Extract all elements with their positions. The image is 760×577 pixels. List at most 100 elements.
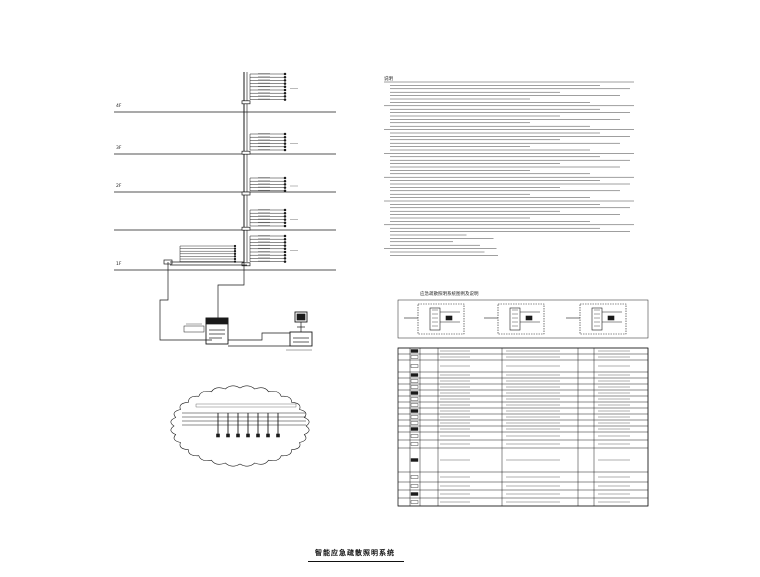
legend-symbol <box>410 409 419 413</box>
emergency-light-icon <box>283 241 287 244</box>
legend-symbol <box>410 373 419 377</box>
bus-line <box>228 332 290 341</box>
drawing-title: 智能应急疏散照明系统 <box>315 549 395 557</box>
emergency-light-icon <box>283 145 287 149</box>
cloud-boundary-icon <box>170 385 310 467</box>
emergency-light-icon <box>283 79 287 82</box>
legend-symbol <box>410 391 419 395</box>
emergency-light-icon <box>283 211 287 215</box>
emergency-light-icon <box>283 244 287 247</box>
controller-module <box>591 307 603 331</box>
emergency-light-icon <box>283 224 287 228</box>
emergency-light-icon <box>283 91 287 95</box>
emergency-light-icon <box>283 215 287 218</box>
legend-symbol <box>410 385 419 389</box>
floor-label-1f: 1F <box>116 262 122 267</box>
emergency-light-icon <box>283 135 287 139</box>
legend-symbol <box>410 500 419 504</box>
emergency-light-icon <box>276 433 280 438</box>
emergency-light-icon <box>233 252 237 255</box>
emergency-light-icon <box>283 132 287 136</box>
riser-diagram <box>114 72 336 351</box>
emergency-light-icon <box>283 237 287 241</box>
emergency-light-icon <box>283 183 287 186</box>
emergency-light-icon <box>525 315 533 321</box>
emergency-light-icon <box>283 139 287 142</box>
schematic-frame <box>579 303 627 335</box>
legend-symbol <box>410 415 419 419</box>
emergency-light-icon <box>283 221 287 225</box>
legend-symbol <box>410 492 419 496</box>
emergency-light-icon <box>266 433 270 438</box>
emergency-light-icon <box>216 433 220 438</box>
junction-box <box>241 100 251 105</box>
emergency-light-icon <box>233 255 237 258</box>
emergency-light-icon <box>283 218 287 221</box>
emergency-light-icon <box>283 253 287 257</box>
emergency-light-icon <box>283 260 287 263</box>
legend-symbol <box>410 349 419 353</box>
emergency-light-icon <box>226 433 230 438</box>
legend-symbol <box>410 364 419 368</box>
emergency-light-icon <box>283 250 287 254</box>
junction-box <box>241 262 251 267</box>
emergency-light-icon <box>233 250 237 253</box>
emergency-light-icon <box>283 257 287 260</box>
emergency-light-icon <box>445 315 453 321</box>
emergency-light-icon <box>283 75 287 79</box>
emergency-light-icon <box>283 189 287 193</box>
cabinet-feed-2 <box>159 262 212 341</box>
legend-symbol <box>410 427 419 431</box>
legend-symbol <box>410 421 419 425</box>
emergency-light-icon <box>283 95 287 98</box>
controller-module <box>429 307 441 331</box>
legend-table <box>397 347 649 507</box>
notes-header: 说明 <box>384 77 393 82</box>
emergency-light-icon <box>283 72 287 76</box>
junction-box <box>241 150 251 155</box>
controller-box <box>289 331 313 347</box>
title-underline <box>308 561 404 562</box>
legend-symbol <box>410 475 419 479</box>
table-title: 应急疏散照明系统图例及说明 <box>420 292 479 297</box>
floor-label-3f: 3F <box>116 146 122 151</box>
emergency-light-icon <box>233 244 237 248</box>
legend-symbol <box>410 403 419 407</box>
emergency-light-icon <box>233 247 237 250</box>
emergency-light-icon <box>607 315 615 321</box>
monitor-icon <box>294 311 308 328</box>
emergency-light-icon <box>283 98 287 101</box>
emergency-light-icon <box>283 82 287 85</box>
legend-symbol <box>410 434 419 438</box>
legend-symbol <box>410 442 419 446</box>
floor-label-4f: 4F <box>116 104 122 109</box>
controller-module <box>509 307 521 331</box>
emergency-light-icon <box>283 247 287 251</box>
emergency-light-icon <box>283 179 287 183</box>
schematic-frame <box>417 303 465 335</box>
schematic-frame <box>497 303 545 335</box>
emergency-light-icon <box>283 85 287 89</box>
legend-symbol <box>410 355 419 359</box>
emergency-light-icon <box>246 433 250 438</box>
legend-symbol <box>410 484 419 488</box>
schematic-blocks <box>397 299 649 339</box>
emergency-light-icon <box>283 88 287 92</box>
design-notes <box>384 81 634 256</box>
cloud-drops <box>216 413 280 438</box>
emergency-light-icon <box>283 186 287 189</box>
cabinet-header <box>205 317 229 325</box>
legend-symbol <box>410 458 419 462</box>
emergency-light-icon <box>283 148 287 152</box>
cabinet-feed <box>217 262 245 318</box>
floor-label-2f: 2F <box>116 184 122 189</box>
emergency-light-icon <box>283 176 287 180</box>
legend-symbol <box>410 397 419 401</box>
emergency-light-icon <box>283 142 287 145</box>
emergency-light-icon <box>283 234 287 238</box>
emergency-light-icon <box>283 208 287 212</box>
emergency-light-icon <box>256 433 260 438</box>
cabinet-label-box <box>183 325 205 333</box>
emergency-light-icon <box>233 257 237 261</box>
